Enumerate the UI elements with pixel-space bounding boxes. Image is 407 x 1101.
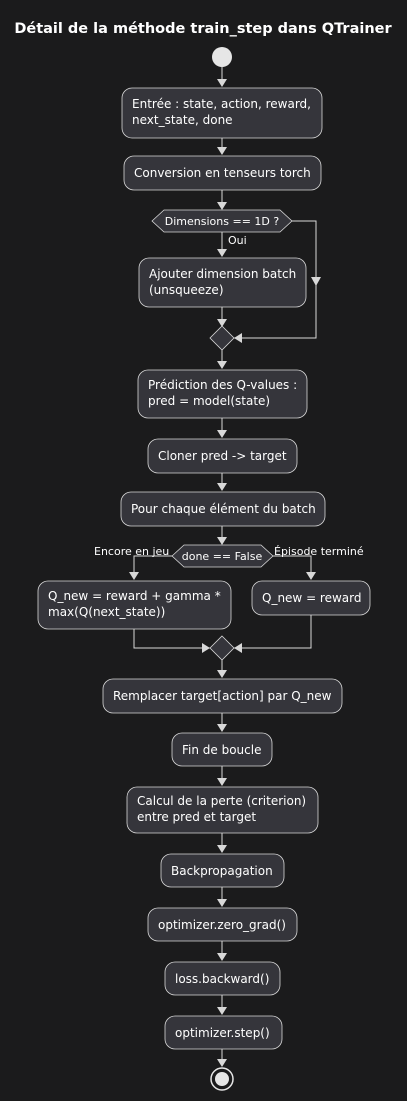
dimension-yes-label: Oui: [228, 234, 247, 247]
conversion-node-text: Conversion en tenseurs torch: [134, 166, 311, 180]
prediction-node: [137, 369, 308, 419]
step-node-text: optimizer.step(): [175, 1026, 270, 1040]
q-new-continue-node: [37, 580, 232, 630]
zero-grad-node-text: optimizer.zero_grad(): [158, 918, 286, 932]
clone-node-text: Cloner pred -> target: [158, 449, 287, 463]
replace-target-node-text: Remplacer target[action] par Q_new: [113, 689, 332, 703]
q-new-done-node-text: Q_new = reward: [262, 591, 362, 605]
connectors: [129, 67, 321, 1067]
backward-node-text: loss.backward(): [175, 972, 269, 986]
prediction-node-text: Prédiction des Q-values : pred = model(s…: [148, 378, 301, 408]
add-batch-node: [138, 257, 307, 308]
replace-target-node: [102, 678, 343, 714]
input-node: [121, 87, 323, 139]
end-loop-node-text: Fin de boucle: [182, 743, 261, 757]
done-decision-text: done == False: [182, 550, 263, 563]
backward-node: [164, 961, 281, 996]
done-left-label: Encore en jeu: [94, 545, 169, 558]
step-node: [164, 1015, 283, 1050]
done-right-label: Épisode terminé: [274, 545, 364, 558]
loss-node-text: Calcul de la perte (criterion) entre pre…: [137, 794, 310, 824]
dimension-merge-node: [209, 325, 235, 351]
start-node: [212, 47, 232, 67]
add-batch-node-text: Ajouter dimension batch (unsqueeze): [149, 267, 300, 297]
end-node: [210, 1067, 234, 1091]
q-new-continue-node-text: Q_new = reward + gamma * max(Q(next_stat…: [48, 589, 225, 619]
clone-node: [147, 438, 298, 474]
done-decision: [171, 544, 274, 568]
conversion-node: [123, 155, 322, 191]
dimension-decision: [151, 209, 293, 233]
q-new-done-node: [251, 580, 371, 616]
dimension-decision-text: Dimensions == 1D ?: [165, 215, 280, 228]
loop-node-text: Pour chaque élément du batch: [131, 502, 316, 516]
backprop-node-text: Backpropagation: [171, 864, 273, 878]
loop-node: [120, 491, 326, 527]
input-node-text: Entrée : state, action, reward, next_sta…: [132, 97, 315, 127]
end-loop-node: [171, 732, 273, 767]
done-merge-node: [209, 635, 235, 661]
backprop-node: [160, 853, 285, 888]
diagram-title: Détail de la méthode train_step dans QTr…: [14, 21, 392, 37]
loss-node: [126, 786, 319, 834]
zero-grad-node: [147, 907, 298, 942]
